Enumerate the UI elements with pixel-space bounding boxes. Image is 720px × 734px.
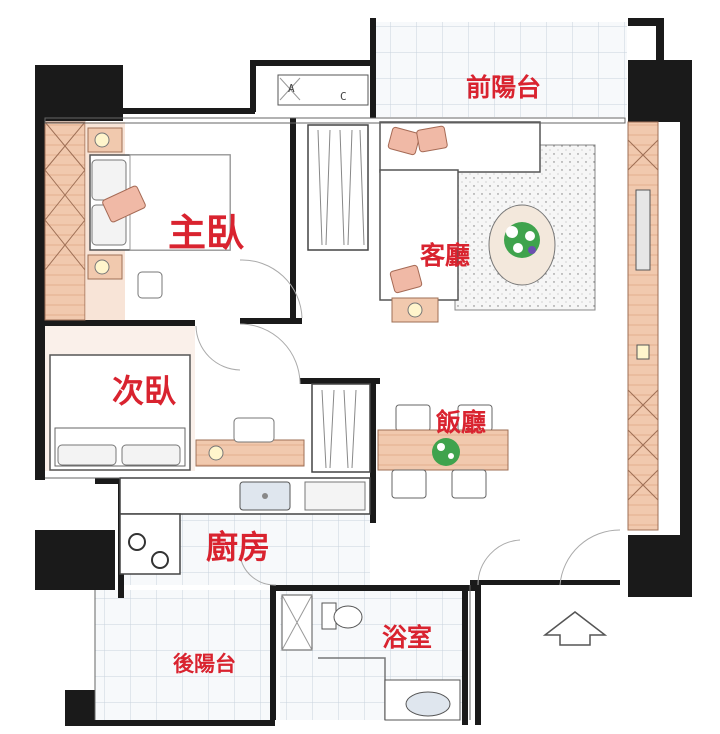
closet-upper xyxy=(307,124,369,251)
up-arrow-icon xyxy=(542,611,608,646)
rear-balcony-floor xyxy=(95,590,275,720)
stove-icon xyxy=(128,533,169,569)
door-mark-c: C xyxy=(340,90,347,103)
door-swings xyxy=(195,259,621,586)
plant-icon xyxy=(504,222,540,258)
dining-furniture xyxy=(377,404,509,499)
second-bedroom-furniture xyxy=(45,326,305,471)
kitchen-counter xyxy=(119,477,371,575)
dining-room-label: 飯廳 xyxy=(436,408,487,437)
rear-balcony-label: 後陽台 xyxy=(173,652,236,676)
second-bedroom-label: 次臥 xyxy=(112,372,177,410)
sink-icon xyxy=(239,481,291,511)
living-room-label: 客廳 xyxy=(420,241,471,270)
master-bed xyxy=(87,127,231,299)
bathroom-label: 浴室 xyxy=(382,623,433,652)
front-balcony-label: 前陽台 xyxy=(466,73,542,102)
balcony-door xyxy=(277,74,369,106)
living-furniture xyxy=(379,121,596,323)
front-balcony-floor xyxy=(372,22,627,117)
door-mark-a: A xyxy=(288,82,295,95)
master-bedroom-label: 主臥 xyxy=(168,211,245,255)
tv-cabinet xyxy=(627,121,659,531)
toilet-icon xyxy=(321,602,363,630)
kitchen-label: 廚房 xyxy=(206,528,271,566)
closet-lower xyxy=(311,383,371,473)
bathroom-fixtures xyxy=(281,594,461,721)
outline-walls xyxy=(44,117,626,720)
walls xyxy=(35,18,692,726)
